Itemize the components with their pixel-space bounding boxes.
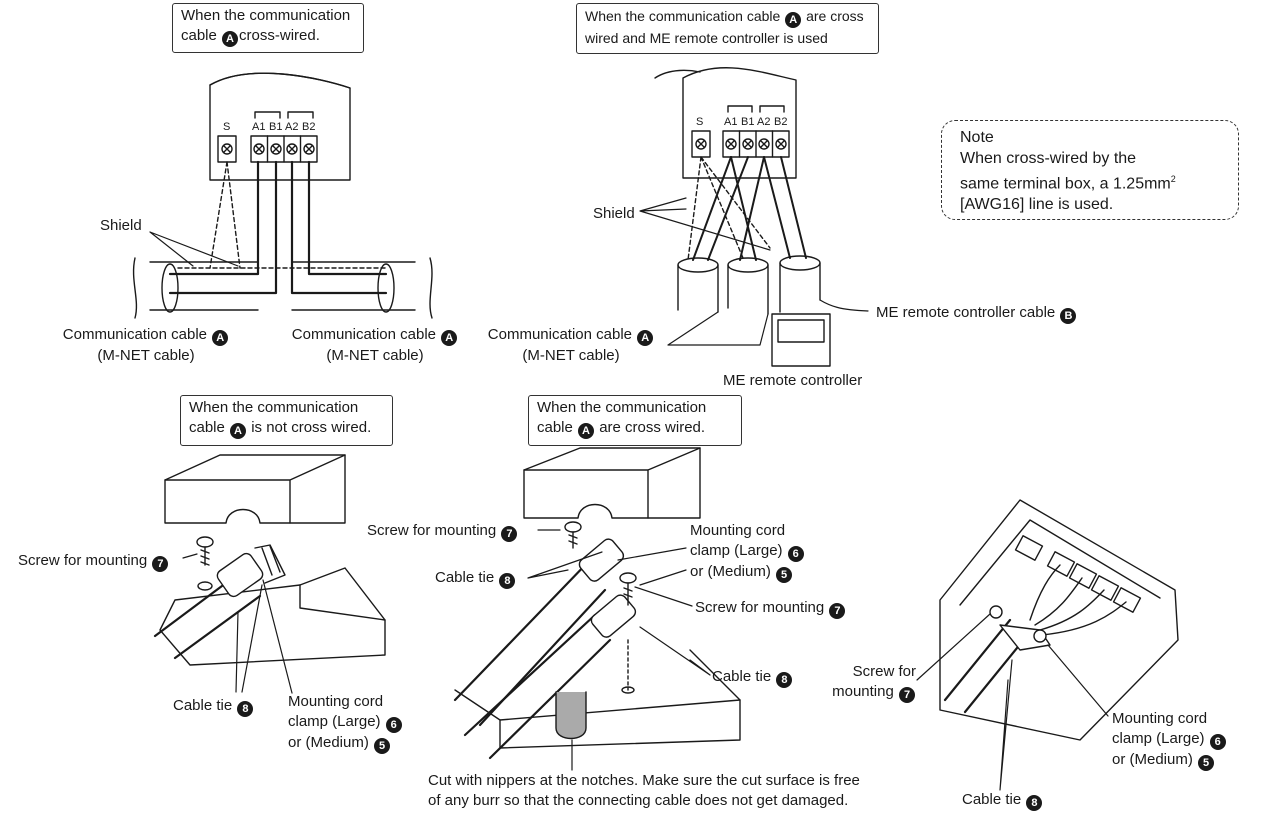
badge-b: B	[1060, 308, 1077, 324]
cable-bottom-left	[153, 544, 286, 660]
caption-bottom-left: When the communication cable A is not cr…	[180, 395, 393, 446]
wires-bottom-right	[1029, 564, 1127, 636]
clamp-label-bottom-left: Mounting cord clamp (Large) 6 or (Medium…	[288, 692, 403, 754]
terminal-block-bottom-right	[1014, 535, 1142, 613]
cut-instruction: Cut with nippers at the notches. Make su…	[428, 772, 860, 809]
screw-bottom-left	[196, 536, 214, 591]
terminal-label-b2-2: B2	[774, 116, 788, 128]
badge-a: A	[222, 31, 239, 47]
terminal-label-b1: B1	[269, 121, 283, 133]
clamp-label-bottom-mid: Mounting cord clamp (Large) 6 or (Medium…	[690, 521, 805, 583]
terminal-label-b1-2: B1	[741, 116, 755, 128]
shield-label-top-left: Shield	[100, 217, 142, 234]
clamp-label-bottom-right: Mounting cord clamp (Large) 6 or (Medium…	[1112, 709, 1227, 771]
cover-bottom-mid	[523, 447, 701, 519]
base-bottom-mid	[454, 649, 741, 749]
terminal-block-top-left	[217, 111, 318, 163]
cables-bottom-mid	[453, 538, 637, 760]
cover-bottom-left	[164, 454, 346, 524]
screws-bottom-mid	[564, 521, 637, 694]
signal-wires-top-right	[692, 156, 807, 261]
note-title: Note	[960, 129, 994, 146]
cable-bottom-right	[943, 605, 1051, 714]
screw-label-bottom-mid-top: Screw for mounting 7	[367, 521, 518, 542]
terminal-block-top-right	[691, 105, 790, 158]
comm-cable-label-right: Communication cable A (M-NET cable)	[284, 325, 466, 366]
caption-bottom-mid: When the communication cable A are cross…	[528, 395, 742, 446]
shield-wires-top-left	[177, 161, 387, 269]
me-remote-controller	[771, 313, 831, 367]
shield-wires-top-right	[687, 156, 771, 261]
shield-label-top-right: Shield	[593, 205, 635, 222]
caption-top-right: When the communication cable A are cross…	[576, 3, 879, 54]
screw-label-bottom-right: Screw for mounting 7	[832, 663, 916, 703]
terminal-label-a1: A1	[252, 121, 266, 133]
terminal-label-s: S	[223, 121, 231, 133]
cable-tie-label-bottom-mid-right: Cable tie 8	[712, 667, 793, 688]
screw-label-bottom-mid-right: Screw for mounting 7	[695, 598, 846, 619]
cable-tie-label-bottom-right: Cable tie 8	[962, 790, 1043, 811]
cable-tie-label-bottom-left: Cable tie 8	[173, 696, 254, 717]
me-remote-controller-label: ME remote controller	[723, 372, 863, 389]
terminal-label-a2: A2	[285, 121, 299, 133]
screw-label-bottom-left: Screw for mounting 7	[18, 551, 169, 572]
comm-cable-right-top-left	[290, 160, 433, 319]
cable-cylinders-top-right	[677, 255, 821, 315]
note-box: Note When cross-wired by the same termin…	[941, 120, 1239, 220]
terminal-label-b2: B2	[302, 121, 316, 133]
terminal-label-s-2: S	[696, 116, 704, 128]
comm-cable-label-left: Communication cable A (M-NET cable)	[55, 325, 237, 366]
base-bottom-right	[939, 499, 1179, 741]
comm-cable-left-top-left	[132, 160, 278, 319]
cable-tie-label-bottom-mid-top: Cable tie 8	[435, 568, 516, 589]
notch-bottom-mid	[555, 691, 587, 740]
terminal-label-a2-2: A2	[757, 116, 771, 128]
me-remote-cable-label: ME remote controller cable B	[876, 303, 1077, 324]
terminal-label-a1-2: A1	[724, 116, 738, 128]
comm-cable-label-top-right: Communication cable A (M-NET cable)	[480, 325, 662, 366]
